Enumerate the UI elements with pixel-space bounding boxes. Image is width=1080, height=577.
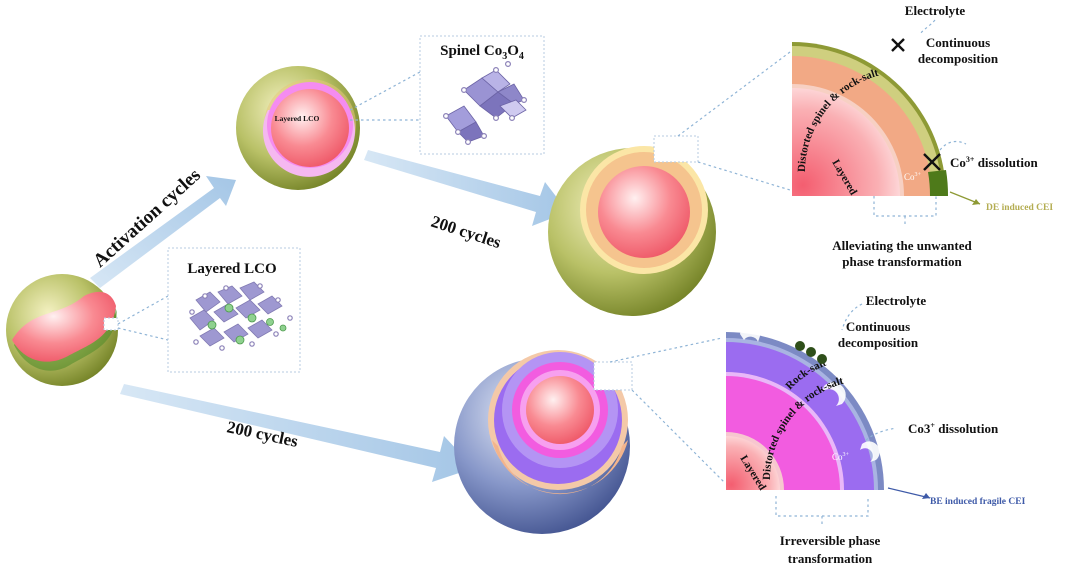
bottom-200-cycles-arrow — [120, 384, 474, 482]
be-cycled-particle — [454, 350, 630, 534]
de-dissolution-label: Co3+ dissolution — [950, 155, 1038, 170]
be-decomposition-particles — [795, 341, 827, 364]
de-zoom-box — [653, 135, 699, 163]
de-decomposition-label-2: decomposition — [918, 51, 999, 66]
top-200-cycles-arrow — [364, 150, 568, 226]
spinel-title: Spinel Co3O4 — [440, 43, 524, 62]
be-cei-pointer — [887, 487, 931, 499]
be-co-ion: Co3+ — [832, 452, 850, 462]
de-note-1: Alleviating the unwanted — [832, 238, 972, 253]
de-dissolution-cross-icon — [923, 153, 941, 171]
spinel-crystal-icon — [445, 69, 527, 143]
de-electrolyte-pointer — [919, 19, 936, 35]
de-zoom-line-2 — [697, 161, 791, 191]
de-bracket — [873, 196, 937, 226]
de-interphase-panel: Distorted spinel & rock-salt Layered Co3… — [792, 42, 949, 197]
be-decomposition-label-2: decomposition — [838, 335, 919, 350]
pristine-zoom-box — [103, 317, 119, 331]
de-note-2: phase transformation — [842, 254, 962, 269]
spinel-zoom-line-2 — [349, 71, 421, 111]
de-zoom-line — [677, 51, 791, 137]
be-electrolyte-label: Electrolyte — [866, 293, 927, 308]
activated-particle: Layered LCO — [236, 66, 360, 190]
be-note-2: transformation — [788, 551, 873, 566]
activation-arrow — [90, 176, 236, 288]
de-cei-label: DE induced CEI — [986, 203, 1053, 213]
pristine-zoom-line-2 — [117, 327, 169, 341]
be-dissolution-pointer — [865, 427, 897, 441]
be-zoom-line — [609, 337, 723, 363]
layered-crystal-icon — [189, 281, 293, 351]
spinel-structure-box: Spinel Co3O4 — [419, 35, 545, 155]
be-zoom-box — [593, 361, 633, 391]
layered-lco-inner-label: Layered LCO — [275, 114, 320, 123]
pristine-particle — [6, 274, 118, 386]
be-bracket — [775, 496, 869, 526]
de-co-ion: Co3+ — [904, 172, 922, 182]
de-cycled-particle — [548, 146, 716, 316]
pristine-zoom-line — [117, 295, 169, 325]
be-interphase-panel: Rock-salt Distorted spinel & rock-salt L… — [726, 324, 884, 493]
de-dissolution-pointer — [939, 140, 967, 151]
de-electrolyte-label: Electrolyte — [905, 3, 966, 18]
be-cei-label: BE induced fragile CEI — [930, 497, 1026, 507]
be-note-1: Irreversible phase — [780, 533, 881, 548]
layered-lco-box-title: Layered LCO — [187, 261, 276, 277]
layered-lco-structure-box: Layered LCO — [167, 247, 301, 373]
be-zoom-line-2 — [631, 389, 725, 483]
be-dissolution-label: Co3+ dissolution — [908, 421, 999, 436]
be-decomposition-label-1: Continuous — [846, 319, 910, 334]
de-decomposition-label-1: Continuous — [926, 35, 990, 50]
be-cei-arrowhead — [922, 493, 930, 499]
be-electrolyte-pointer — [841, 303, 863, 331]
top-200-cycles-label: 200 cycles — [429, 212, 504, 253]
de-cei-arrowhead — [972, 199, 980, 205]
de-decomposition-cross-icon — [891, 38, 905, 52]
